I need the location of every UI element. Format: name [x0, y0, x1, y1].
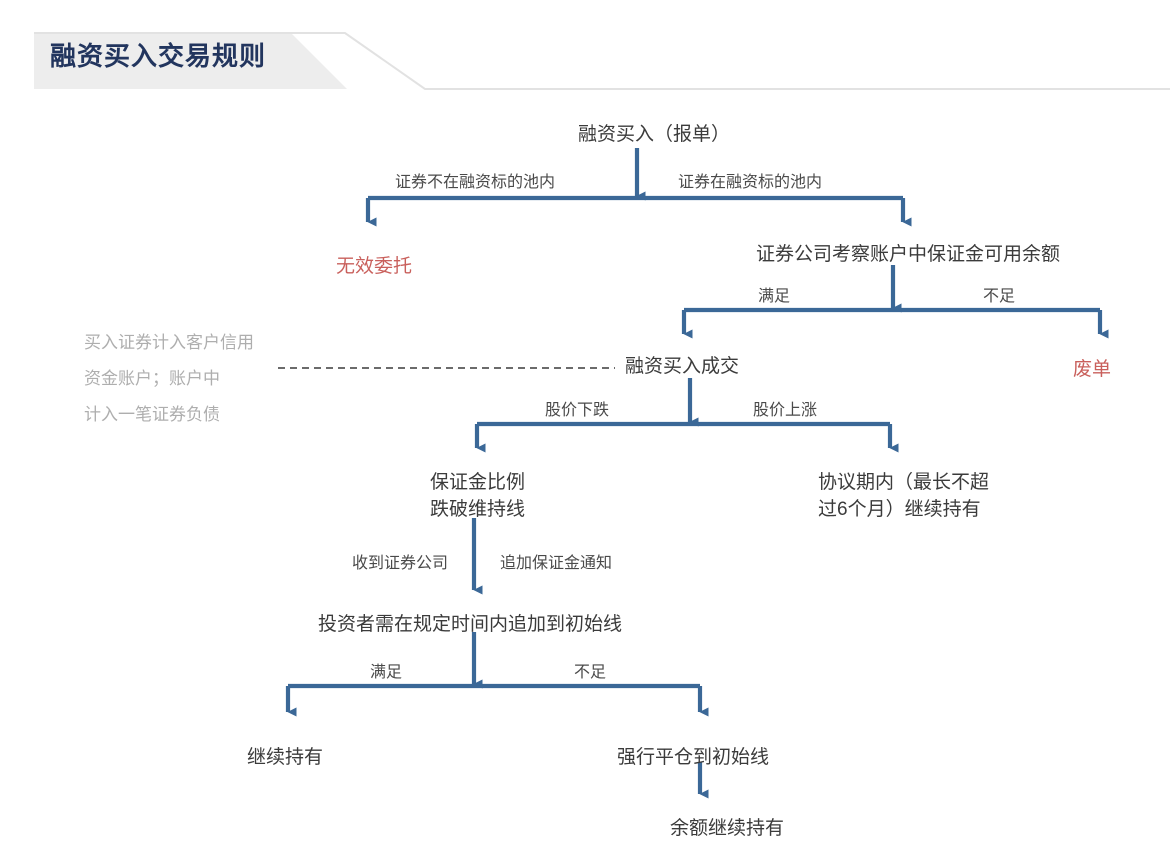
edge-label-receive-broker: 收到证券公司 [352, 555, 449, 572]
side-note: 买入证券计入客户信用 资金账户；账户中 计入一笔证券负债 [84, 325, 254, 433]
node-keep-holding: 继续持有 [247, 747, 324, 768]
node-trade-filled: 融资买入成交 [625, 356, 740, 377]
node-force-liquidate: 强行平仓到初始线 [617, 747, 770, 768]
edge-label-price-down: 股价下跌 [545, 402, 610, 419]
side-note-line-3: 计入一笔证券负债 [84, 405, 220, 424]
node-start: 融资买入（报单） [577, 124, 731, 145]
edge-label-sufficient-1: 满足 [758, 288, 791, 305]
banner-shape [34, 32, 1170, 90]
edge-label-in-pool: 证券在融资标的池内 [678, 174, 823, 191]
node-hold-within-term-line1: 协议期内（最长不超 [818, 472, 990, 493]
node-rejected-order: 废单 [1073, 359, 1112, 380]
page-title: 融资买入交易规则 [50, 41, 267, 71]
node-margin-below-line-line1: 保证金比例 [430, 472, 526, 493]
side-note-line-1: 买入证券计入客户信用 [84, 333, 254, 352]
edge-label-not-in-pool: 证券不在融资标的池内 [395, 174, 556, 191]
node-investor-topup: 投资者需在规定时间内追加到初始线 [318, 614, 623, 635]
node-broker-check-margin: 证券公司考察账户中保证金可用余额 [756, 244, 1061, 265]
edge-label-insufficient-1: 不足 [983, 288, 1016, 305]
edge-label-margin-call-notice: 追加保证金通知 [500, 555, 613, 572]
header-banner: 融资买入交易规则 [0, 0, 1170, 100]
node-margin-below-line-line2: 跌破维持线 [430, 499, 526, 520]
edge-label-price-up: 股价上涨 [753, 402, 818, 419]
node-invalid-order: 无效委托 [336, 256, 413, 277]
node-remainder-hold: 余额继续持有 [670, 818, 785, 839]
edge-label-insufficient-2: 不足 [574, 664, 607, 681]
edge-label-sufficient-2: 满足 [370, 664, 403, 681]
node-hold-within-term-line2: 过6个月）继续持有 [818, 499, 981, 520]
side-note-line-2: 资金账户；账户中 [84, 369, 220, 388]
